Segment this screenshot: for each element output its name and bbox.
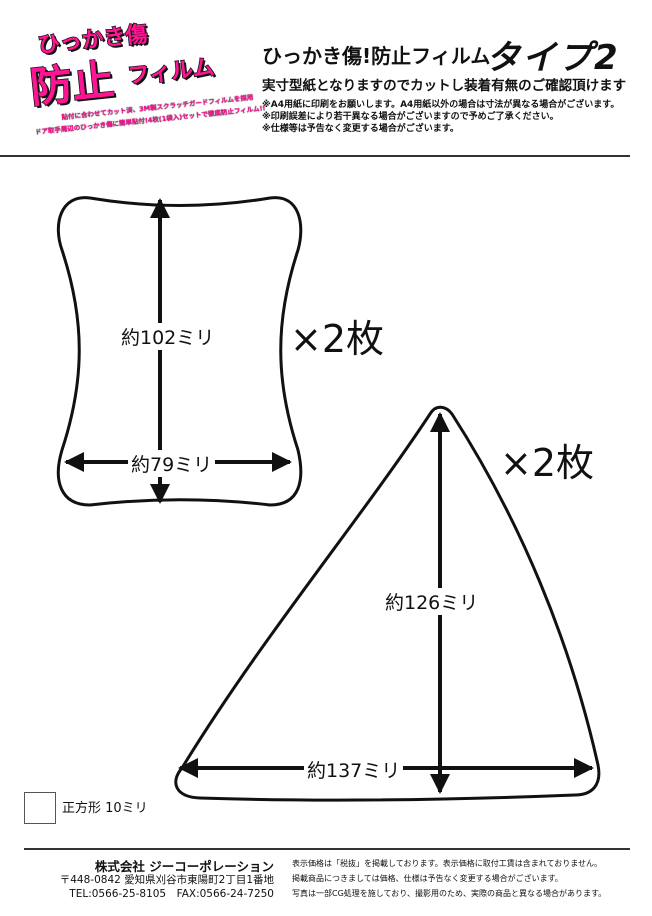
peanut-width-label: 約79ミリ bbox=[128, 450, 216, 477]
note-1: ※A4用紙に印刷をお願いします。A4用紙以外の場合は寸法が異なる場合がございます… bbox=[262, 100, 620, 110]
disclaimer-2: 掲載商品につきましては価格、仕様は予告なく変更する場合がございます。 bbox=[292, 874, 563, 883]
triangle-width-label: 約137ミリ bbox=[304, 756, 404, 783]
company-contact: TEL:0566-25-8105 FAX:0566-24-7250 bbox=[69, 888, 274, 900]
triangle-outline bbox=[174, 405, 601, 802]
type-label: タイプ2 bbox=[486, 38, 620, 78]
scale-label: 正方形 10ミリ bbox=[62, 801, 148, 816]
note-2: ※印刷誤差により若干異なる場合がございますので予めご了承ください。 bbox=[262, 112, 559, 122]
header-divider bbox=[0, 155, 630, 157]
peanut-outline bbox=[56, 196, 303, 507]
footer-divider bbox=[24, 848, 630, 850]
peanut-height-label: 約102ミリ bbox=[118, 323, 218, 350]
page-title: ひっかき傷!防止フィルム bbox=[262, 44, 491, 68]
triangle-quantity: ×2枚 bbox=[500, 441, 595, 485]
scale-square bbox=[24, 792, 56, 824]
peanut-quantity: ×2枚 bbox=[290, 317, 385, 361]
subtitle: 実寸型紙となりますのでカットし装着有無のご確認頂けます bbox=[262, 78, 627, 94]
company-address: 〒448-0842 愛知県刈谷市東陽町2丁目1番地 bbox=[59, 874, 274, 886]
note-3: ※仕様等は予告なく変更する場合がございます。 bbox=[262, 124, 459, 134]
disclaimer-1: 表示価格は「税抜」を掲載しております。表示価格に取付工賃は含まれておりません。 bbox=[292, 859, 602, 868]
triangle-height-label: 約126ミリ bbox=[382, 588, 482, 615]
disclaimer-3: 写真は一部CG処理を施しており、撮影用のため、実際の商品と異なる場合があります。 bbox=[292, 889, 607, 898]
company-name: 株式会社 ジーコーポレーション bbox=[94, 859, 274, 874]
